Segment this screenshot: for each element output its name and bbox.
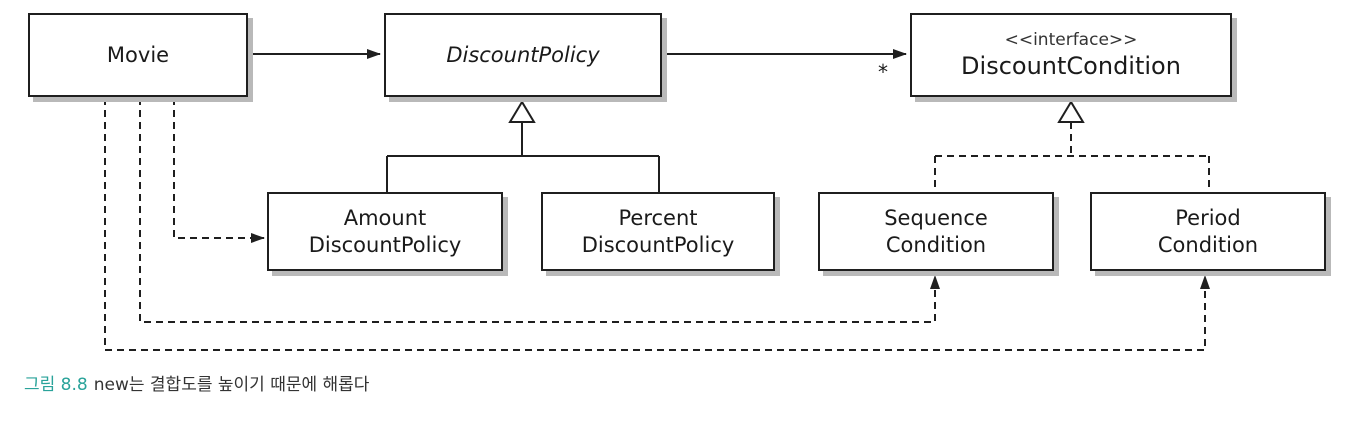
discountcondition-interface: <<interface>> DiscountCondition — [910, 13, 1232, 97]
figure-caption-text: new는 결합도를 높이기 때문에 해롭다 — [93, 375, 370, 395]
movie-class: Movie — [28, 13, 248, 97]
periodcondition-line1: Period — [1175, 205, 1241, 230]
sequencecondition-class: Sequence Condition — [818, 192, 1054, 271]
interface-stereotype: <<interface>> — [1004, 29, 1138, 50]
amountdiscountpolicy-line1: Amount — [343, 205, 427, 230]
percentdiscountpolicy-line2: DiscountPolicy — [581, 232, 735, 257]
amountdiscountpolicy-line2: DiscountPolicy — [308, 232, 462, 257]
sequencecondition-line1: Sequence — [884, 205, 988, 230]
figure-number: 그림 8.8 — [24, 375, 88, 395]
percentdiscountpolicy-line1: Percent — [618, 205, 698, 230]
amountdiscountpolicy-class: Amount DiscountPolicy — [267, 192, 503, 271]
movie-class-name: Movie — [106, 42, 170, 67]
discountpolicy-class: DiscountPolicy — [384, 13, 662, 97]
discountpolicy-class-name: DiscountPolicy — [446, 42, 600, 67]
realization-discountcondition — [934, 100, 1210, 192]
periodcondition-line2: Condition — [1157, 232, 1259, 257]
sequencecondition-line2: Condition — [885, 232, 987, 257]
association-multiplicity: * — [878, 60, 888, 84]
dependency-movie-to-amountdiscountpolicy — [173, 98, 265, 243]
generalization-discountpolicy — [386, 100, 660, 192]
dependency-movie-to-sequencecondition — [139, 98, 940, 323]
discountcondition-name: DiscountCondition — [961, 51, 1181, 80]
periodcondition-class: Period Condition — [1090, 192, 1326, 271]
percentdiscountpolicy-class: Percent DiscountPolicy — [541, 192, 775, 271]
dependency-movie-to-periodcondition — [104, 98, 1210, 351]
